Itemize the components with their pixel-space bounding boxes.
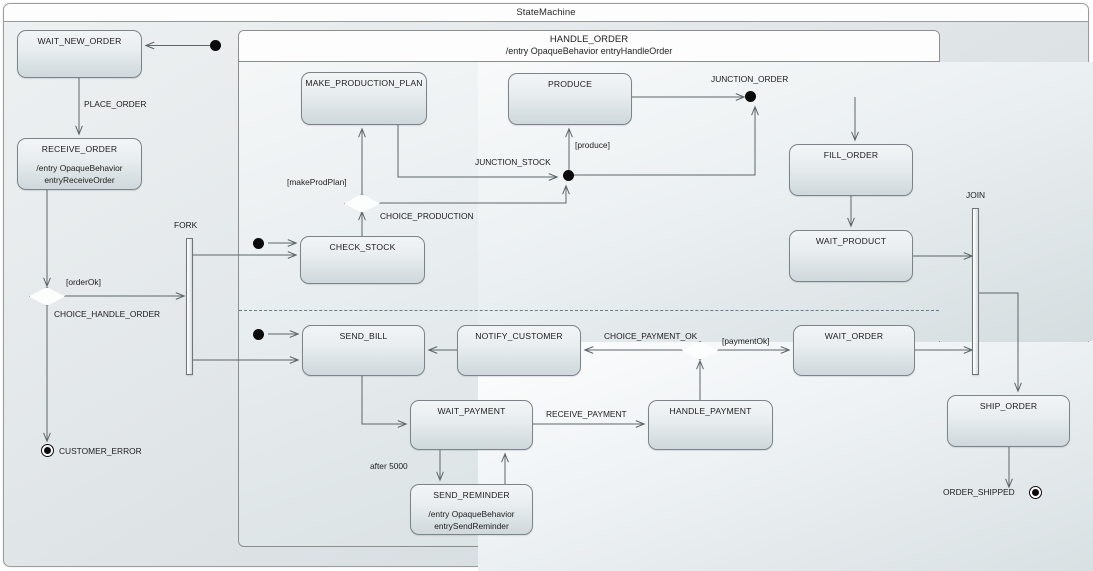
initial-pseudostate-region-bottom[interactable]	[253, 329, 264, 340]
state-wait-new-order[interactable]: WAIT_NEW_ORDER	[17, 30, 142, 78]
label-order-ok: [orderOk]	[66, 277, 101, 287]
composite-state-name: HANDLE_ORDER	[549, 34, 629, 46]
label-produce-guard: [produce]	[575, 140, 610, 150]
state-name: WAIT_NEW_ORDER	[37, 36, 122, 46]
label-choice-handle-order: CHOICE_HANDLE_ORDER	[54, 309, 161, 319]
final-state-order-shipped[interactable]	[1029, 486, 1042, 499]
label-after-5000: after 5000	[370, 461, 408, 471]
state-make-production-plan[interactable]: MAKE_PRODUCTION_PLAN	[301, 72, 427, 125]
junction-order[interactable]	[745, 91, 756, 102]
state-check-stock[interactable]: CHECK_STOCK	[300, 236, 425, 284]
choice-production[interactable]	[344, 194, 380, 213]
state-handle-payment[interactable]: HANDLE_PAYMENT	[648, 400, 773, 450]
label-customer-error: CUSTOMER_ERROR	[59, 446, 142, 456]
state-receive-order[interactable]: RECEIVE_ORDER /entry OpaqueBehavior entr…	[17, 138, 142, 190]
choice-handle-order[interactable]	[29, 287, 65, 306]
state-name: WAIT_PAYMENT	[437, 406, 506, 416]
state-machine-title: StateMachine	[516, 7, 576, 18]
label-fork: FORK	[174, 220, 198, 230]
label-order-shipped: ORDER_SHIPPED	[943, 487, 1015, 497]
label-choice-payment-ok: CHOICE_PAYMENT_OK	[604, 331, 698, 341]
state-name: HANDLE_PAYMENT	[669, 406, 752, 416]
composite-region-bottom	[478, 342, 1093, 571]
state-name: CHECK_STOCK	[329, 242, 396, 252]
fork-bar[interactable]	[186, 238, 193, 375]
composite-state-entry: /entry OpaqueBehavior entryHandleOrder	[505, 46, 673, 57]
state-produce[interactable]: PRODUCE	[508, 73, 632, 125]
junction-stock[interactable]	[563, 170, 574, 181]
state-entry-behavior: /entry OpaqueBehavior entrySendReminder	[428, 509, 515, 532]
state-name: NOTIFY_CUSTOMER	[475, 331, 563, 341]
composite-state-header: HANDLE_ORDER /entry OpaqueBehavior entry…	[239, 31, 939, 62]
label-choice-production: CHOICE_PRODUCTION	[380, 211, 474, 221]
label-join: JOIN	[966, 190, 986, 200]
label-junction-stock: JUNCTION_STOCK	[475, 157, 551, 167]
label-payment-ok: [paymentOk]	[722, 336, 770, 346]
state-name: WAIT_ORDER	[824, 331, 884, 341]
state-entry-behavior: /entry OpaqueBehavior entryReceiveOrder	[36, 163, 123, 186]
state-name: MAKE_PRODUCTION_PLAN	[305, 78, 423, 88]
state-wait-order[interactable]: WAIT_ORDER	[793, 325, 915, 376]
label-make-prod-plan: [makeProdPlan]	[287, 177, 347, 187]
state-name: PRODUCE	[547, 79, 593, 89]
state-send-bill[interactable]: SEND_BILL	[302, 325, 425, 376]
state-name: RECEIVE_ORDER	[41, 144, 118, 154]
state-wait-product[interactable]: WAIT_PRODUCT	[789, 230, 913, 282]
state-notify-customer[interactable]: NOTIFY_CUSTOMER	[457, 325, 581, 376]
label-receive-payment: RECEIVE_PAYMENT	[546, 409, 627, 419]
state-fill-order[interactable]: FILL_ORDER	[789, 144, 913, 196]
state-name: SEND_BILL	[339, 331, 388, 341]
state-name: FILL_ORDER	[823, 150, 879, 160]
state-machine-title-bar: StateMachine	[4, 4, 1088, 22]
state-name: SEND_REMINDER	[433, 490, 510, 500]
state-ship-order[interactable]: SHIP_ORDER	[947, 395, 1070, 447]
initial-pseudostate-region-top[interactable]	[253, 238, 264, 249]
state-wait-payment[interactable]: WAIT_PAYMENT	[410, 400, 533, 450]
state-name: WAIT_PRODUCT	[815, 236, 887, 246]
label-junction-order: JUNCTION_ORDER	[711, 74, 789, 84]
label-place-order: PLACE_ORDER	[84, 99, 147, 109]
choice-payment-ok[interactable]	[682, 341, 718, 360]
state-send-reminder[interactable]: SEND_REMINDER /entry OpaqueBehavior entr…	[410, 484, 533, 535]
join-bar[interactable]	[972, 208, 979, 375]
final-state-customer-error[interactable]	[41, 444, 54, 457]
state-name: SHIP_ORDER	[979, 401, 1038, 411]
orthogonal-region-divider	[239, 310, 939, 311]
initial-pseudostate-root[interactable]	[210, 40, 221, 51]
